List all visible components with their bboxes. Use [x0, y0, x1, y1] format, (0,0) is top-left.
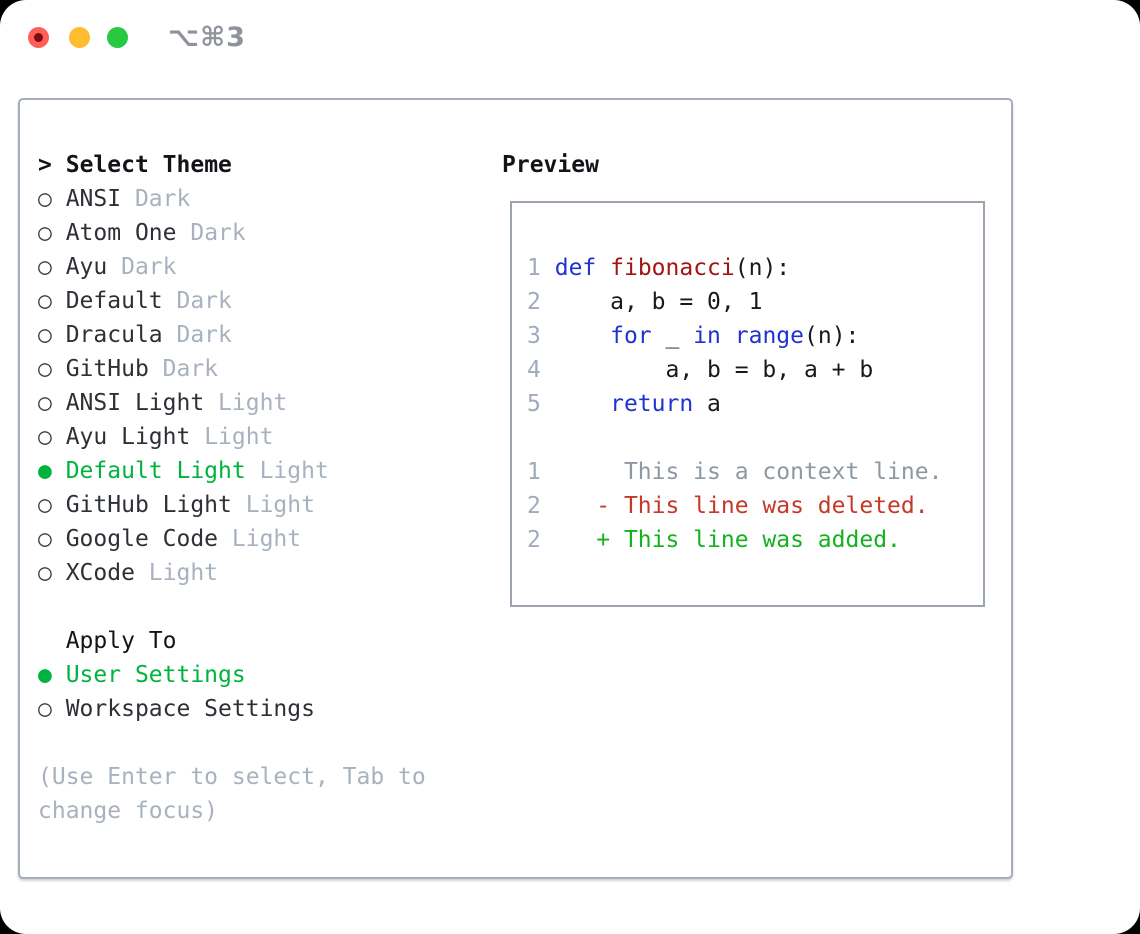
apply-option-user-settings[interactable]: ● User Settings	[38, 662, 246, 688]
theme-option-atom-one[interactable]: ○ Atom One Dark	[38, 220, 246, 246]
theme-list: ○ ANSI Dark ○ Atom One Dark ○ Ayu Dark ○ De…	[38, 182, 426, 590]
theme-option-ansi[interactable]: ○ ANSI Dark	[38, 186, 191, 212]
theme-option-default[interactable]: ○ Default Dark	[38, 288, 232, 314]
theme-option-github[interactable]: ○ GitHub Dark	[38, 356, 219, 382]
spacer-line	[38, 590, 426, 624]
theme-select-title: Select Theme	[65, 152, 232, 178]
apply-to-options: ● User Settings ○ Workspace Settings	[38, 658, 426, 726]
theme-option-default-light[interactable]: ● Default Light Light	[38, 458, 329, 484]
theme-option-ayu[interactable]: ○ Ayu Dark	[38, 254, 177, 280]
hint-line: change focus)	[38, 798, 219, 824]
spacer-line	[38, 726, 426, 760]
theme-option-google-code[interactable]: ○ Google Code Light	[38, 526, 302, 552]
code-line	[527, 421, 942, 455]
main-panel: > Select Theme ○ ANSI Dark ○ Atom One Dar…	[18, 98, 1013, 879]
code-line: 5 return a	[527, 391, 721, 417]
titlebar: ⌥⌘3	[0, 0, 1140, 98]
minimize-button[interactable]	[69, 27, 90, 48]
theme-option-ayu-light[interactable]: ○ Ayu Light Light	[38, 424, 274, 450]
theme-option-ansi-light[interactable]: ○ ANSI Light Light	[38, 390, 288, 416]
hint-line: (Use Enter to select, Tab to	[38, 764, 426, 790]
preview-title: Preview	[502, 152, 599, 178]
code-line: 2 a, b = 0, 1	[527, 289, 763, 315]
window-shortcut-label: ⌥⌘3	[168, 22, 246, 53]
zoom-button[interactable]	[107, 27, 128, 48]
hint-text: (Use Enter to select, Tab to change focus…	[38, 760, 426, 828]
apply-option-workspace-settings[interactable]: ○ Workspace Settings	[38, 696, 315, 722]
close-button-dot	[34, 33, 43, 42]
theme-picker-column: > Select Theme ○ ANSI Dark ○ Atom One Dar…	[38, 148, 426, 828]
code-line: 4 a, b = b, a + b	[527, 357, 874, 383]
code-preview: 1 def fibonacci(n): 2 a, b = 0, 1 3 for _ …	[527, 251, 942, 557]
code-line: 2 + This line was added.	[527, 527, 901, 553]
theme-select-header: > Select Theme	[38, 148, 426, 182]
theme-option-github-light[interactable]: ○ GitHub Light Light	[38, 492, 315, 518]
apply-to-header: Apply To	[65, 628, 177, 654]
theme-option-xcode[interactable]: ○ XCode Light	[38, 560, 219, 586]
theme-option-dracula[interactable]: ○ Dracula Dark	[38, 322, 232, 348]
close-button[interactable]	[28, 27, 49, 48]
focus-cursor: >	[38, 152, 52, 178]
code-line: 1 This is a context line.	[527, 459, 943, 485]
preview-box: 1 def fibonacci(n): 2 a, b = 0, 1 3 for _ …	[510, 201, 985, 607]
code-line: 3 for _ in range(n):	[527, 323, 860, 349]
code-line: 1 def fibonacci(n):	[527, 255, 791, 281]
code-line: 2 - This line was deleted.	[527, 493, 929, 519]
